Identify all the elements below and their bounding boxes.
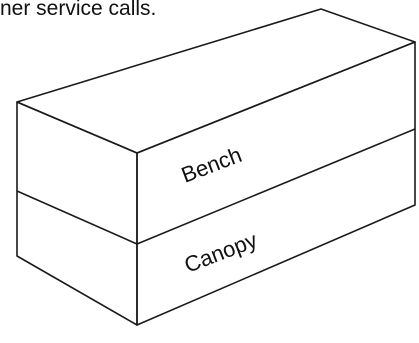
canopy-label: Canopy bbox=[181, 227, 261, 278]
layer-divider-line bbox=[16, 128, 416, 245]
box-top-face bbox=[16, 8, 416, 154]
box-left-face bbox=[16, 101, 138, 326]
bench-label: Bench bbox=[178, 142, 245, 188]
box-right-face bbox=[136, 41, 416, 326]
caption-text: ner service calls. bbox=[0, 0, 157, 20]
